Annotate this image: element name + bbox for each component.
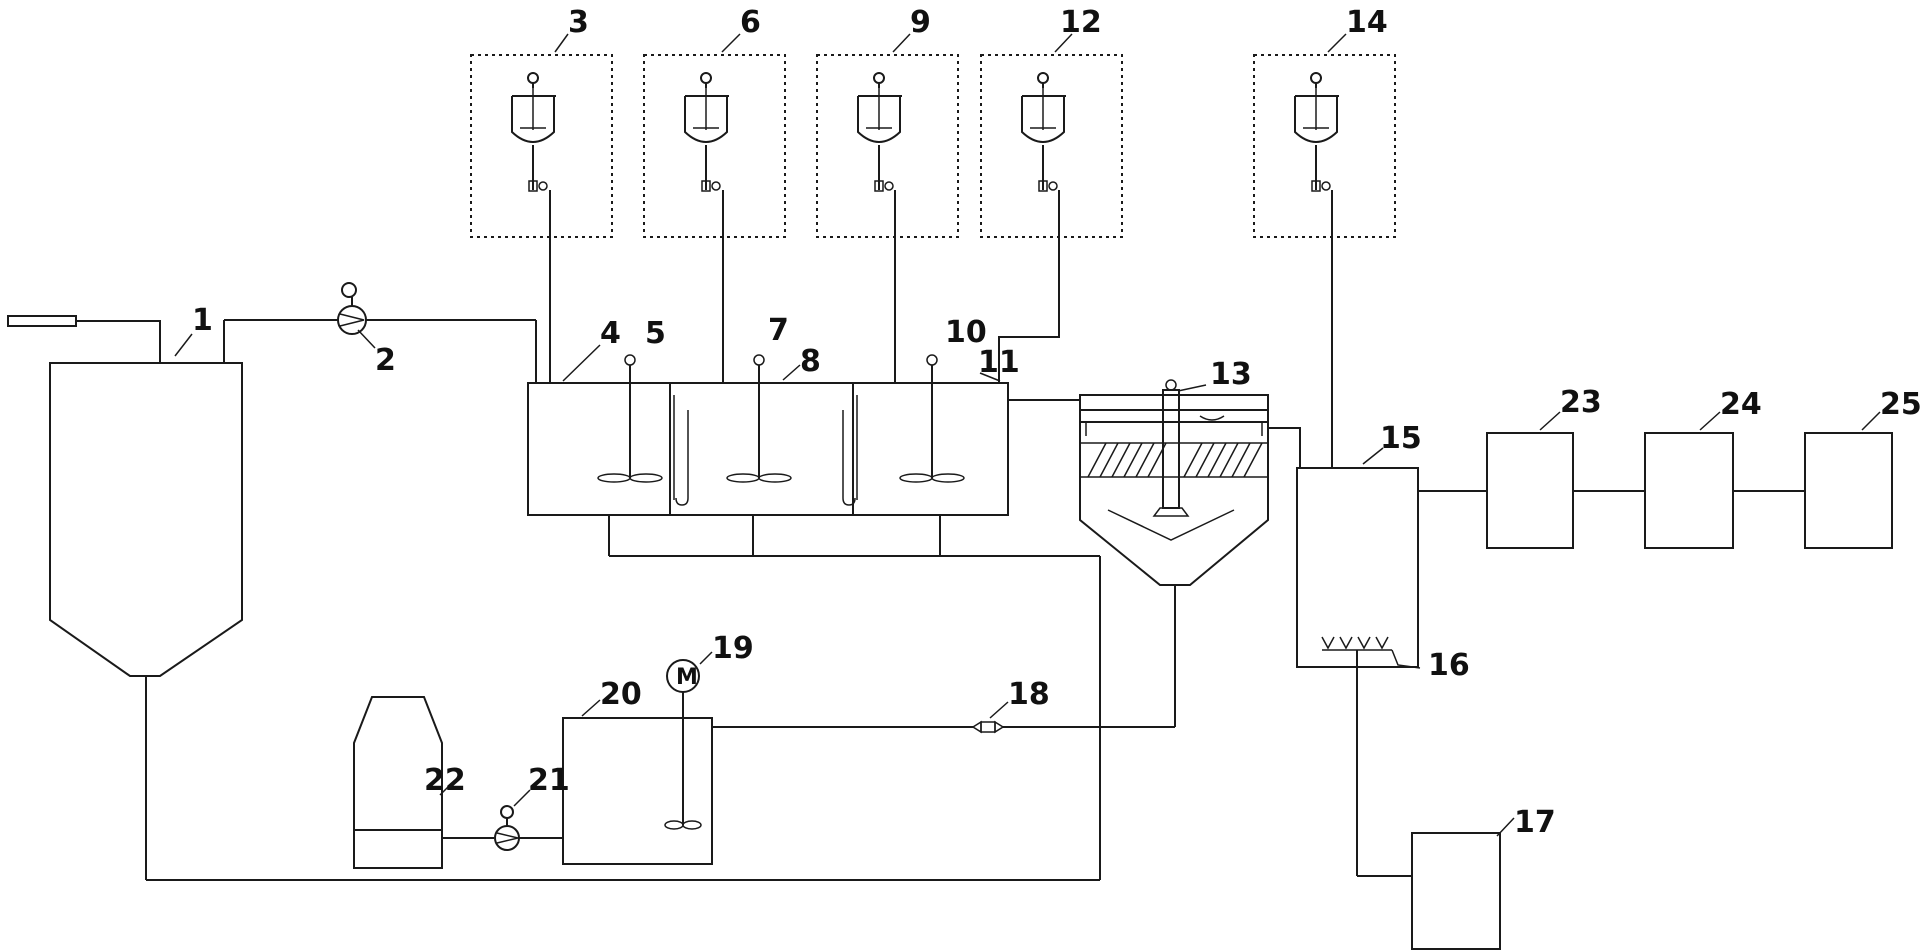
label-6: 6 [740, 5, 761, 40]
label-24: 24 [1720, 387, 1762, 422]
leader-22 [439, 779, 456, 796]
unit-25 [1804, 432, 1893, 549]
label-2: 2 [375, 343, 396, 378]
label-7: 7 [768, 313, 789, 348]
unit-24 [1644, 432, 1734, 549]
tank-22 [353, 696, 443, 869]
tank-15 [1296, 467, 1421, 669]
dosing-unit-6 [643, 54, 786, 238]
unit-23 [1486, 432, 1574, 549]
leader-14 [1327, 33, 1347, 53]
leader-8 [782, 364, 801, 381]
dosing-unit-14 [1253, 54, 1396, 238]
leader-3 [554, 33, 569, 53]
leader-11 [979, 372, 1001, 382]
label-16: 16 [1428, 648, 1470, 683]
label-14: 14 [1346, 5, 1388, 40]
leader-13 [1177, 384, 1207, 392]
agitator-icon [726, 354, 792, 483]
leader-24 [1699, 411, 1721, 431]
leader-20 [581, 699, 601, 717]
reaction-tanks [527, 354, 1100, 557]
valve-icon [971, 720, 1005, 734]
agitator-icon [899, 354, 965, 483]
dosing-unit-3 [470, 54, 613, 238]
label-25: 25 [1880, 387, 1922, 422]
leader-25 [1861, 411, 1881, 431]
label-9: 9 [910, 5, 931, 40]
label-12: 12 [1060, 5, 1102, 40]
tank-20 [562, 717, 713, 865]
leader-23 [1539, 411, 1561, 431]
tank-1 [49, 320, 243, 677]
leader-12 [1054, 33, 1073, 53]
label-10: 10 [945, 315, 987, 350]
leader-21 [513, 789, 531, 807]
label-13: 13 [1210, 357, 1252, 392]
label-17: 17 [1514, 805, 1556, 840]
label-11: 11 [978, 345, 1020, 380]
pump-icon [494, 805, 520, 851]
motor-label: M [676, 665, 698, 690]
clarifier-13 [1079, 379, 1301, 727]
leader-18 [989, 701, 1009, 719]
label-23: 23 [1560, 385, 1602, 420]
label-15: 15 [1380, 421, 1422, 456]
label-18: 18 [1008, 677, 1050, 712]
label-20: 20 [600, 677, 642, 712]
agitator-icon [597, 354, 663, 483]
dosing-unit-12 [980, 54, 1123, 238]
tank-17 [1411, 832, 1501, 950]
leader-9 [892, 33, 911, 53]
label-3: 3 [568, 5, 589, 40]
leader-4 [562, 344, 601, 382]
label-19: 19 [712, 631, 754, 666]
inlet-pipe-icon [7, 315, 160, 327]
pipe-12-11 [998, 190, 1060, 383]
label-4: 4 [600, 316, 621, 351]
label-22: 22 [424, 763, 466, 798]
label-21: 21 [528, 763, 570, 798]
label-8: 8 [800, 344, 821, 379]
label-1: 1 [192, 303, 213, 338]
motor-icon: M [664, 659, 702, 830]
leader-1 [174, 333, 193, 357]
leader-6 [721, 33, 741, 53]
dosing-unit-9 [816, 54, 959, 238]
leader-17 [1496, 817, 1515, 837]
pump-icon [337, 282, 367, 335]
leader-19 [699, 651, 713, 665]
leader-2 [357, 329, 376, 349]
leader-15 [1362, 447, 1384, 465]
label-5: 5 [645, 316, 666, 351]
